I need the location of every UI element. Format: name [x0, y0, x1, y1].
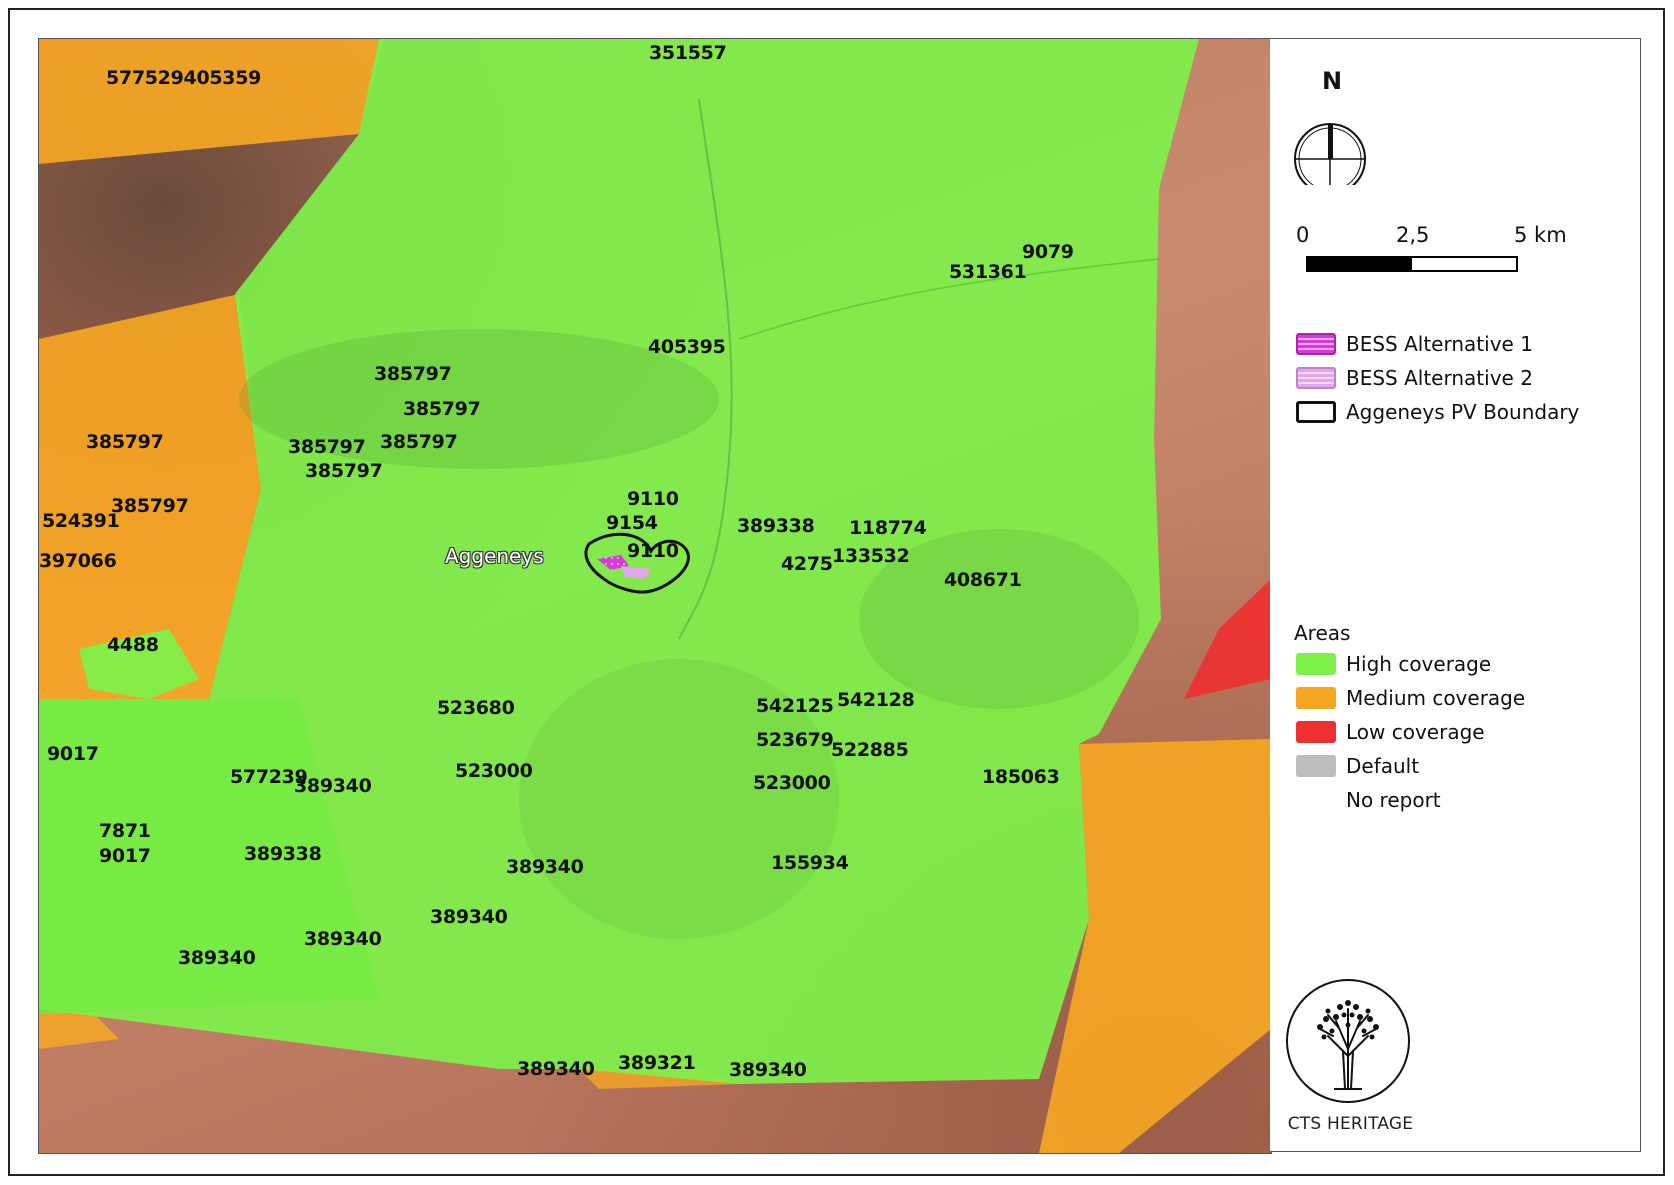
- site-label: 155934: [771, 852, 849, 874]
- site-label: 7871: [99, 820, 151, 842]
- site-label: 389338: [244, 843, 322, 865]
- bess-alternative-1: [597, 555, 629, 570]
- site-label: 523679: [756, 729, 834, 751]
- scale-label-end: 5 km: [1514, 223, 1567, 247]
- high-area-southwest: [39, 699, 379, 1014]
- bess2-swatch: [1296, 367, 1336, 389]
- bess-alternative-2: [621, 566, 651, 579]
- site-label: 385797: [111, 495, 189, 517]
- site-label: 389340: [304, 928, 382, 950]
- high-coverage-label: High coverage: [1346, 652, 1492, 676]
- site-label: 577529405359: [106, 67, 262, 89]
- default-legend: Default: [1296, 751, 1419, 781]
- site-label: 389340: [506, 856, 584, 878]
- bess2-legend-label: BESS Alternative 2: [1346, 366, 1533, 390]
- site-label: 408671: [944, 569, 1022, 591]
- default-label: Default: [1346, 754, 1420, 778]
- coverage-layers: [39, 39, 1271, 1153]
- medium-area-west: [39, 294, 261, 699]
- site-label: 385797: [403, 398, 481, 420]
- site-label: 389340: [517, 1058, 595, 1080]
- bess2-legend: BESS Alternative 2: [1296, 363, 1533, 393]
- site-label: 523680: [437, 697, 515, 719]
- scale-label-zero: 0: [1296, 223, 1310, 247]
- medium-area-south-strip: [39, 1009, 119, 1049]
- logo-text: CTS HERITAGE: [1287, 1114, 1414, 1134]
- site-label: 9079: [1022, 241, 1074, 263]
- high-coverage-swatch: [1296, 653, 1336, 675]
- aggeneys-pv-boundary: [584, 532, 690, 594]
- site-label: 577239: [230, 766, 308, 788]
- site-label: 133532: [832, 545, 910, 567]
- default-swatch: [1296, 755, 1336, 777]
- site-label: 9017: [47, 743, 99, 765]
- site-label: 389340: [729, 1059, 807, 1081]
- areas-legend-title: Areas: [1294, 621, 1351, 645]
- site-label: 9110: [627, 488, 679, 510]
- bess1-swatch: [1296, 333, 1336, 355]
- boundary-legend: Aggeneys PV Boundary: [1296, 397, 1579, 427]
- north-label: N: [1321, 67, 1343, 95]
- medium-area-northwest: [39, 39, 384, 164]
- site-label: 531361: [949, 261, 1027, 283]
- site-label: 9017: [99, 845, 151, 867]
- site-label: 522885: [831, 739, 909, 761]
- no-report-swatch: [1296, 789, 1336, 811]
- site-label: 385797: [374, 363, 452, 385]
- site-label: 9154: [606, 512, 658, 534]
- map-canvas[interactable]: Aggeneys 577529405359 351557 531361 9079…: [38, 38, 1272, 1154]
- low-coverage-label: Low coverage: [1346, 720, 1485, 744]
- town-label-aggeneys: Aggeneys: [445, 544, 544, 568]
- site-label: 118774: [849, 517, 927, 539]
- site-label: 397066: [39, 550, 117, 572]
- site-label: 385797: [305, 460, 383, 482]
- low-area-east: [1184, 579, 1271, 699]
- boundary-legend-label: Aggeneys PV Boundary: [1346, 400, 1580, 424]
- scale-bar: [1306, 256, 1518, 272]
- legend-panel: N 0 2,5 5 km BESS Alternative 1 BESS Alt…: [1270, 38, 1641, 1152]
- site-label: 389340: [294, 775, 372, 797]
- site-label: 185063: [982, 766, 1060, 788]
- bess1-legend: BESS Alternative 1: [1296, 329, 1533, 359]
- site-label: 389340: [430, 906, 508, 928]
- site-label: 389321: [618, 1052, 696, 1074]
- site-label: 389340: [178, 947, 256, 969]
- site-label: 385797: [86, 431, 164, 453]
- site-label: 4275: [781, 553, 833, 575]
- high-area-west-block: [79, 629, 199, 699]
- north-arrow: N: [1292, 67, 1372, 195]
- medium-coverage-label: Medium coverage: [1346, 686, 1526, 710]
- bess1-legend-label: BESS Alternative 1: [1346, 332, 1533, 356]
- no-report-legend: No report: [1296, 785, 1441, 815]
- site-label: 405395: [648, 336, 726, 358]
- site-label: 542128: [837, 689, 915, 711]
- site-label: 524391: [42, 510, 120, 532]
- site-label: 389338: [737, 515, 815, 537]
- no-report-label: No report: [1346, 788, 1441, 812]
- low-coverage-legend: Low coverage: [1296, 717, 1485, 747]
- site-label: 523000: [753, 772, 831, 794]
- site-label: 4488: [107, 634, 159, 656]
- medium-coverage-legend: Medium coverage: [1296, 683, 1525, 713]
- medium-area-southeast: [1039, 739, 1271, 1153]
- site-label: 9110: [627, 540, 679, 562]
- low-coverage-swatch: [1296, 721, 1336, 743]
- site-label: 351557: [649, 42, 727, 64]
- site-label: 542125: [756, 695, 834, 717]
- site-label: 523000: [455, 760, 533, 782]
- scale-label-mid: 2,5: [1396, 223, 1430, 247]
- site-label: 385797: [288, 436, 366, 458]
- cts-heritage-logo: [1286, 979, 1410, 1103]
- site-label: 385797: [380, 431, 458, 453]
- boundary-swatch: [1296, 401, 1336, 423]
- tree-icon: [1317, 1000, 1379, 1090]
- high-coverage-legend: High coverage: [1296, 649, 1491, 679]
- medium-coverage-swatch: [1296, 687, 1336, 709]
